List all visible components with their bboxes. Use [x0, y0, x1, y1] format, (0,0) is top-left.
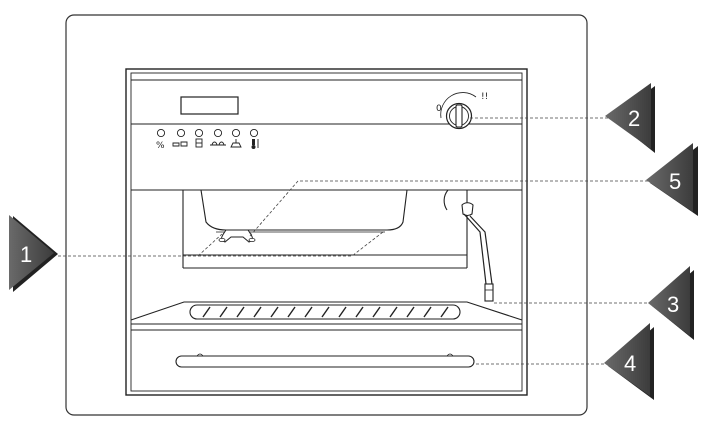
knob-label-zero: 0: [436, 104, 442, 114]
percent-icon: %: [156, 141, 165, 151]
indicator-lamps: [156, 128, 259, 138]
drip-tray[interactable]: [130, 301, 523, 325]
temperature-icon: [251, 139, 259, 149]
outer-frame: [65, 14, 588, 416]
indicator-lamp: [249, 128, 259, 138]
indicator-lamp: [213, 128, 223, 138]
callout-5: 5: [646, 143, 698, 216]
display-window: [180, 96, 239, 115]
dispenser-unit: [200, 189, 408, 231]
callout-1: 1: [9, 215, 58, 292]
leader-line-1: [58, 231, 384, 257]
leader-line-5: [249, 180, 648, 237]
indicator-lamp: [156, 128, 166, 138]
leader-line-1-branch: [197, 233, 223, 257]
appliance-inner-border: [130, 72, 523, 392]
svg-text:5: 5: [669, 169, 681, 194]
coffee-spouts: [218, 229, 256, 243]
indicator-lamp: [231, 128, 241, 138]
appliance-body: [125, 68, 528, 396]
coffee-cups-icon: [172, 141, 188, 147]
steam-wand[interactable]: [443, 189, 494, 302]
callout-2: 2: [605, 83, 655, 153]
knob-arc-guide: [440, 92, 477, 119]
callout-3: 3: [648, 266, 694, 340]
drip-tray-slots: [202, 306, 449, 318]
indicator-lamp: [194, 128, 204, 138]
selector-knob[interactable]: 0 !!: [436, 92, 488, 130]
drawer-handle[interactable]: [175, 353, 475, 368]
callout-4: 4: [604, 323, 654, 400]
svg-text:%: %: [156, 141, 165, 151]
indicator-lamp: [176, 128, 186, 138]
svg-text:4: 4: [624, 351, 636, 376]
descale-icon: [210, 141, 226, 146]
knob-label-max: !!: [481, 92, 488, 102]
svg-text:3: 3: [667, 292, 679, 317]
water-tank-icon: [195, 138, 203, 148]
leader-lines: [58, 117, 652, 365]
knob-grip: [455, 104, 463, 128]
svg-text:1: 1: [20, 242, 32, 267]
steam-icon: [230, 139, 242, 148]
indicator-icons: %: [156, 138, 259, 151]
svg-text:2: 2: [628, 106, 640, 131]
